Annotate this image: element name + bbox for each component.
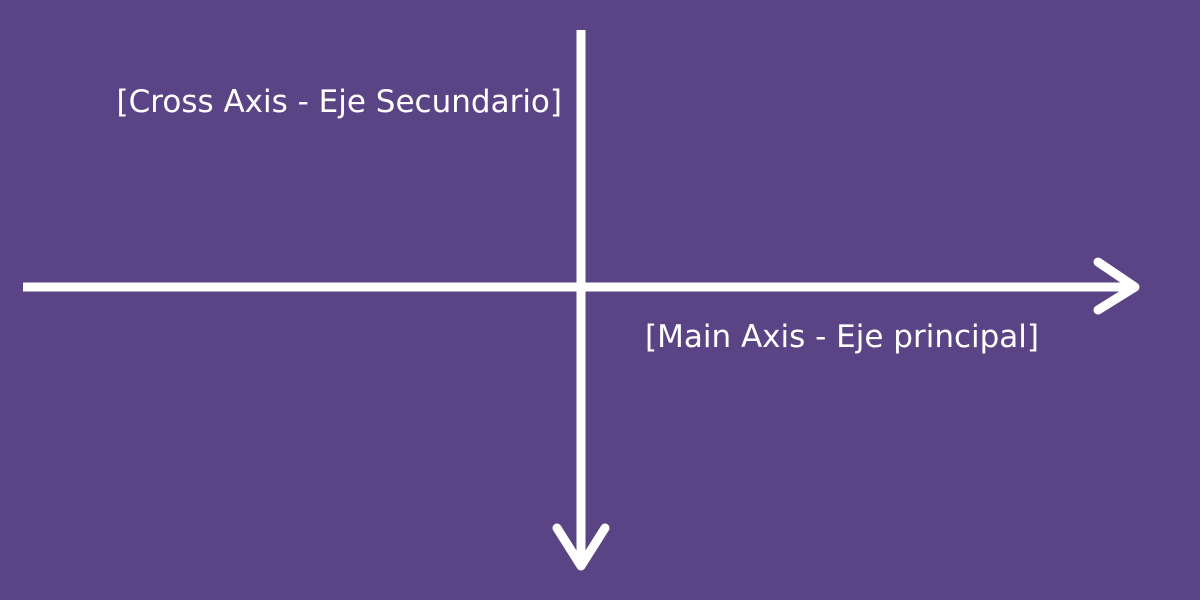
main-axis-label: [Main Axis - Eje principal] <box>645 319 1040 355</box>
chevron-right-icon <box>1093 257 1140 315</box>
cross-axis-label: [Cross Axis - Eje Secundario] <box>116 84 562 120</box>
chevron-down-icon <box>552 523 610 571</box>
